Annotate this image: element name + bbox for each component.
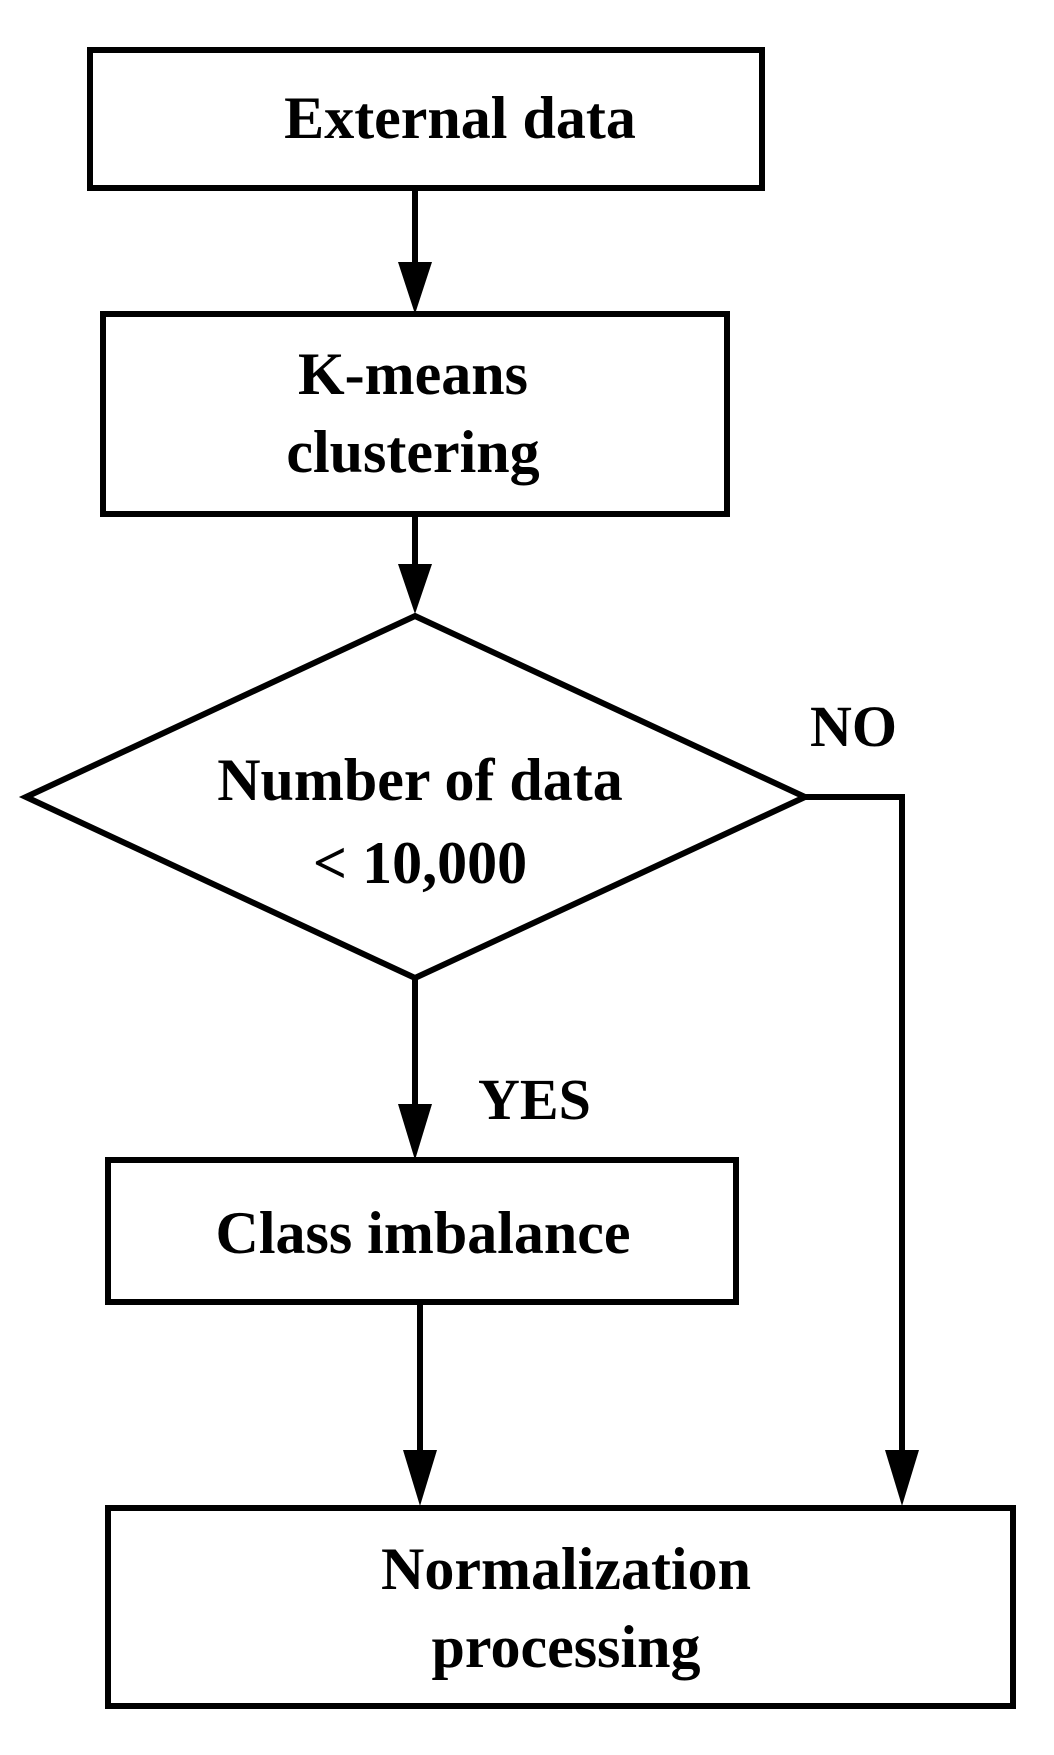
node-class-imbalance: Class imbalance <box>105 1157 739 1305</box>
edge-class-imbalance-to-normalization <box>403 1302 437 1506</box>
normalization-label-line2: processing <box>432 1614 701 1680</box>
arrow-down-icon <box>398 564 432 614</box>
normalization-box <box>105 1505 1016 1709</box>
no-label: NO <box>810 694 897 759</box>
edge-kmeans-to-decision <box>398 514 432 614</box>
yes-label: YES <box>478 1067 591 1132</box>
external-data-box <box>87 47 765 191</box>
node-kmeans-clustering: K-means clustering <box>100 311 730 517</box>
decision-label-line1: Number of data <box>217 747 623 813</box>
class-imbalance-label: Class imbalance <box>215 1200 630 1266</box>
arrow-down-icon <box>398 1104 432 1160</box>
decision-label-line2: < 10,000 <box>313 830 527 896</box>
arrow-down-icon <box>403 1450 437 1506</box>
external-data-label: External data <box>284 85 636 151</box>
edge-line <box>805 794 905 1454</box>
kmeans-label-line2: clustering <box>286 419 539 485</box>
node-external-data: External data <box>87 47 765 191</box>
kmeans-box <box>100 311 730 517</box>
node-decision: Number of data < 10,000 <box>18 612 813 982</box>
edge-external-to-kmeans <box>398 188 432 314</box>
kmeans-label-line1: K-means <box>298 341 528 407</box>
arrow-down-icon <box>398 262 432 314</box>
edge-decision-no: NO <box>805 694 919 1506</box>
arrow-down-icon <box>885 1450 919 1506</box>
class-imbalance-box <box>105 1157 739 1305</box>
normalization-label-line1: Normalization <box>381 1536 751 1602</box>
edge-decision-yes: YES <box>398 978 591 1160</box>
node-normalization: Normalization processing <box>105 1505 1016 1709</box>
